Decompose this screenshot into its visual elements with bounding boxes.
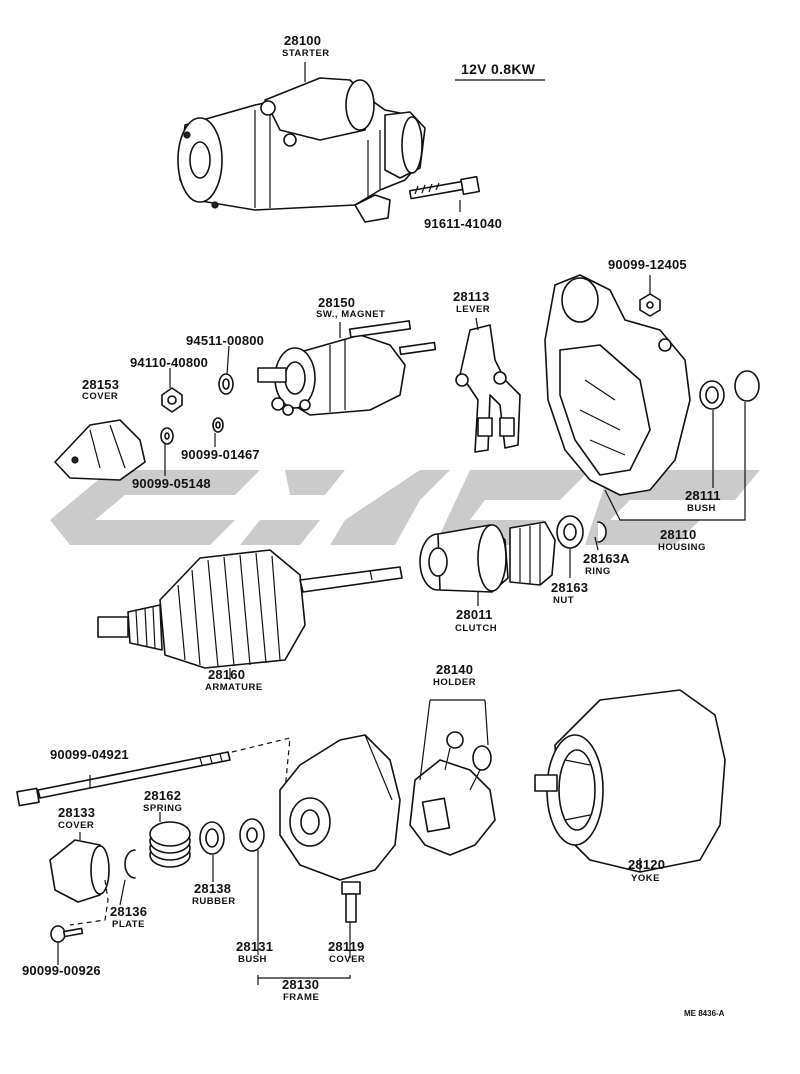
part-name-housing: HOUSING <box>658 542 706 553</box>
plate-drawing <box>124 849 136 879</box>
watermark-logo <box>50 470 760 545</box>
part-number-frame[interactable]: 28130 <box>282 977 320 992</box>
part-name-frame: FRAME <box>283 992 320 1003</box>
part-number-yoke[interactable]: 28120 <box>628 857 666 872</box>
part-number-nut-28163[interactable]: 28163 <box>551 580 589 595</box>
lever-drawing <box>455 324 521 453</box>
drawing-reference-code: ME 8436-A <box>684 1009 725 1018</box>
part-number-spring[interactable]: 28162 <box>144 788 182 803</box>
part-number-clutch[interactable]: 28011 <box>456 607 493 622</box>
sw-magnet-drawing <box>257 320 437 416</box>
housing-leader <box>604 402 746 521</box>
part-number-lever[interactable]: 28113 <box>453 289 490 304</box>
part-number-screw[interactable]: 90099-00926 <box>22 963 101 978</box>
clutch-drawing <box>419 521 556 593</box>
part-name-clutch: CLUTCH <box>455 623 498 634</box>
armature-drawing <box>97 549 403 669</box>
bush-28131-drawing <box>239 818 265 985</box>
part-number-through-bolt[interactable]: 90099-04921 <box>50 747 129 762</box>
part-name-sw-magnet: SW., MAGNET <box>316 309 386 320</box>
part-name-spring: SPRING <box>143 803 183 814</box>
part-name-yoke: YOKE <box>631 873 660 884</box>
part-name-starter: STARTER <box>282 48 330 59</box>
part-number-bush-28131[interactable]: 28131 <box>236 939 274 954</box>
part-number-nut-94110[interactable]: 94110-40800 <box>130 355 209 370</box>
part-number-housing[interactable]: 28110 <box>660 527 697 542</box>
rubber-drawing <box>199 821 225 855</box>
part-number-washer-01467[interactable]: 90099-01467 <box>181 447 260 462</box>
part-number-plate[interactable]: 28136 <box>110 904 148 919</box>
part-name-cover-28133: COVER <box>58 820 95 831</box>
part-number-holder[interactable]: 28140 <box>436 662 474 677</box>
part-number-cover-28119[interactable]: 28119 <box>328 939 365 954</box>
part-number-starter[interactable]: 28100 <box>284 33 322 48</box>
part-number-armature[interactable]: 28160 <box>208 667 246 682</box>
part-number-washer-94511[interactable]: 94511-00800 <box>186 333 265 348</box>
bolt-drawing <box>408 175 481 200</box>
through-bolt-drawing <box>16 737 291 807</box>
screw-drawing <box>50 925 84 943</box>
part-number-cover-28133[interactable]: 28133 <box>58 805 96 820</box>
frame-drawing <box>279 734 401 881</box>
part-name-bush-28111: BUSH <box>687 503 716 514</box>
leader-lines <box>57 62 651 965</box>
cover-28119-drawing <box>341 881 361 940</box>
cover-28133-drawing <box>49 839 110 926</box>
starter-drawing <box>177 77 426 223</box>
part-number-cover-28153[interactable]: 28153 <box>82 377 120 392</box>
part-name-holder: HOLDER <box>433 677 477 688</box>
cover-28153-drawing <box>54 419 146 481</box>
part-name-armature: ARMATURE <box>205 682 263 693</box>
diagram-title: 12V 0.8KW <box>461 61 536 77</box>
part-name-bush-28131: BUSH <box>238 954 267 965</box>
small-hardware-drawing <box>160 293 661 445</box>
part-number-nut-top[interactable]: 90099-12405 <box>608 257 687 272</box>
part-number-bolt[interactable]: 91611-41040 <box>424 216 503 231</box>
frame-leader <box>258 975 351 979</box>
holder-drawing <box>409 699 496 856</box>
part-name-cover-28153: COVER <box>82 391 119 402</box>
part-name-ring: RING <box>585 566 611 577</box>
part-name-rubber: RUBBER <box>192 896 236 907</box>
housing-drawing <box>544 274 691 496</box>
part-number-washer-05148[interactable]: 90099-05148 <box>132 476 211 491</box>
part-number-sw-magnet[interactable]: 28150 <box>318 295 356 310</box>
part-name-nut-28163: NUT <box>553 595 575 606</box>
bush-28111-drawing <box>699 370 760 410</box>
yoke-drawing <box>534 689 726 873</box>
part-number-rubber[interactable]: 28138 <box>194 881 232 896</box>
part-number-ring[interactable]: 28163A <box>583 551 630 566</box>
part-name-plate: PLATE <box>112 919 145 930</box>
part-name-lever: LEVER <box>456 304 491 315</box>
part-name-cover-28119: COVER <box>329 954 366 965</box>
spring-drawing <box>149 821 191 868</box>
part-number-bush-28111[interactable]: 28111 <box>685 488 721 503</box>
